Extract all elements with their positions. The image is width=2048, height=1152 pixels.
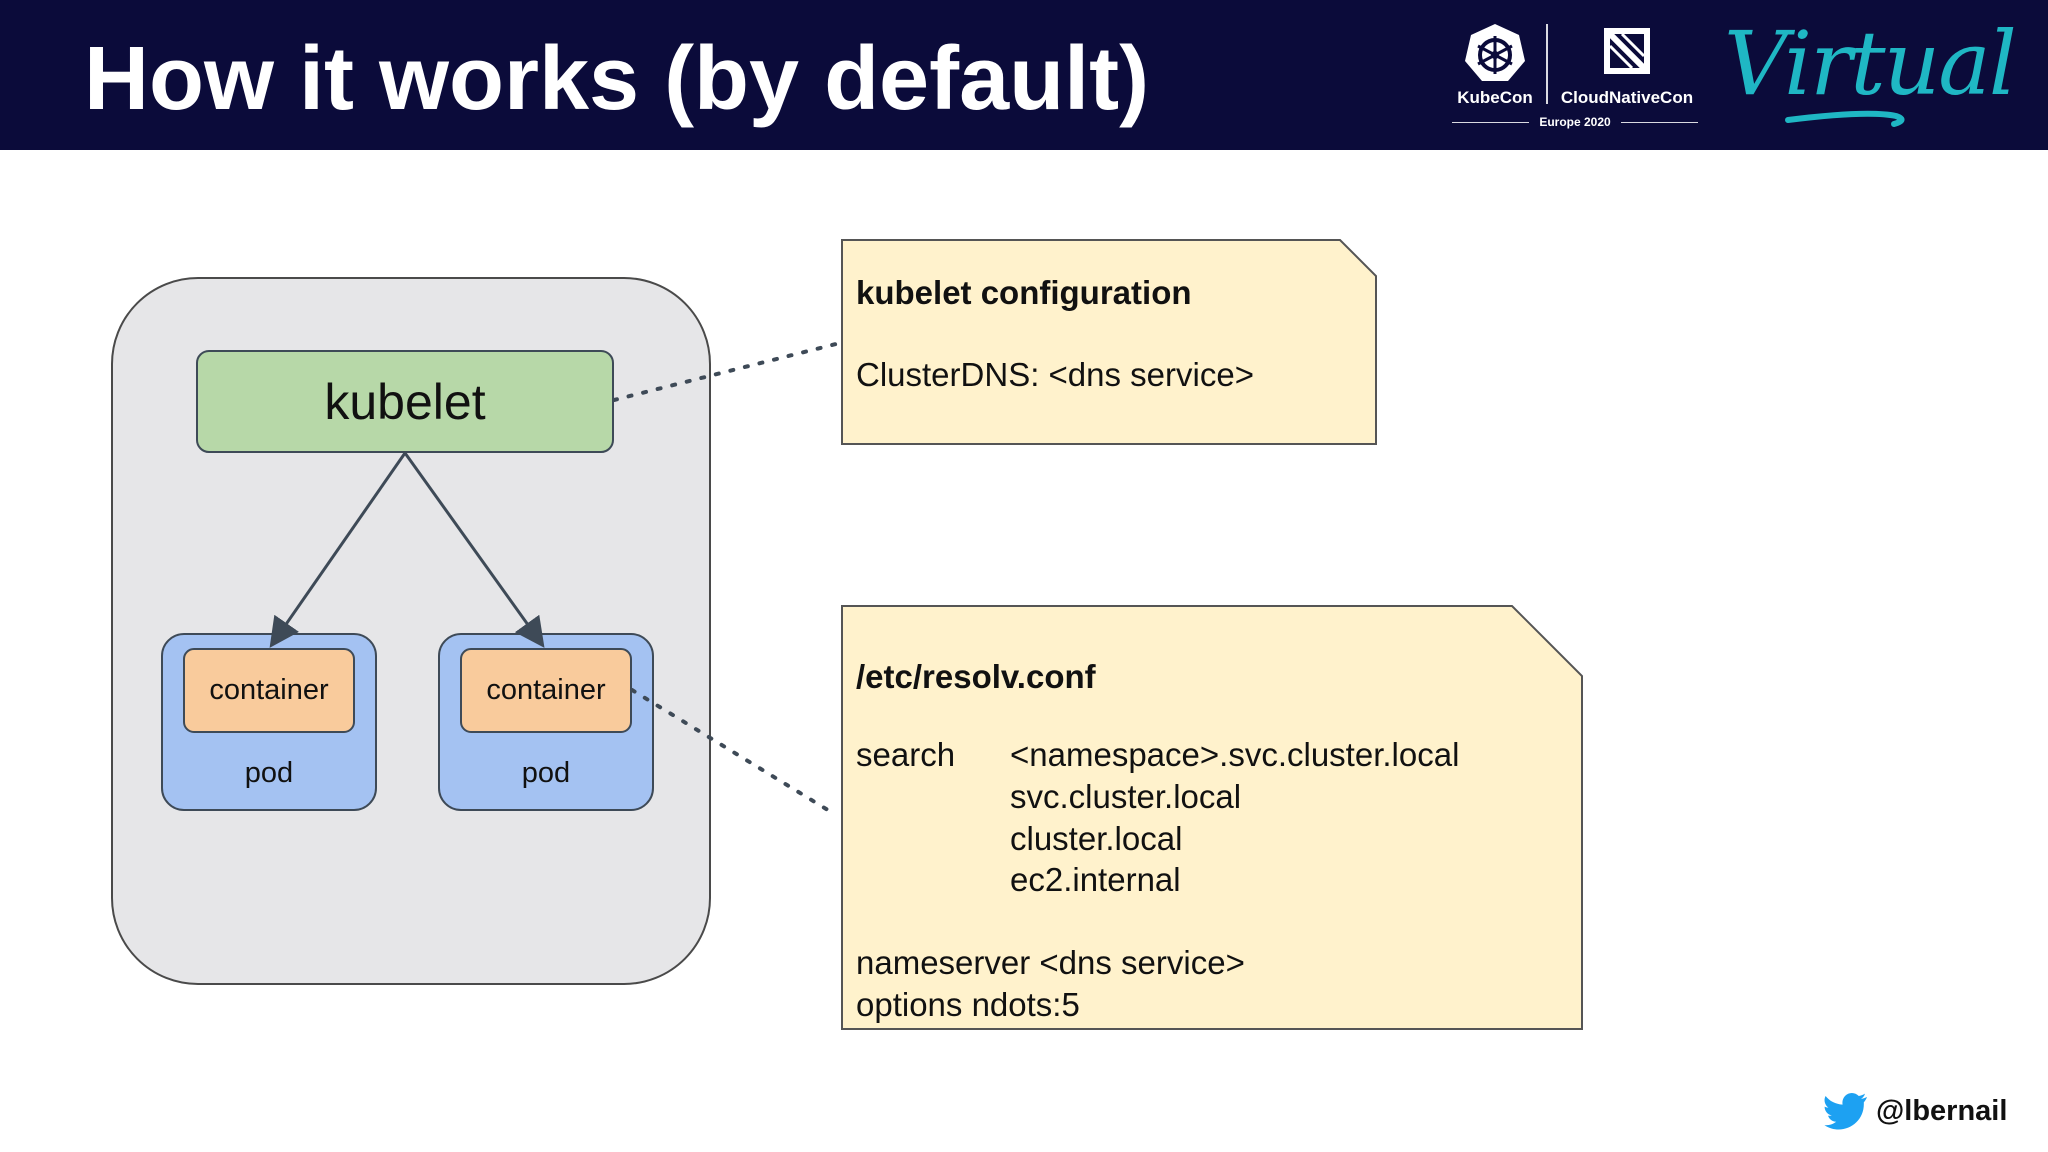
kubelet-config-cluster-dns: ClusterDNS: <dns service> [856,356,1254,393]
arrow-kubelet-to-container-1 [269,452,407,648]
resolv-conf-title: /etc/resolv.conf [856,658,1096,695]
resolv-nameserver: nameserver <dns service> [856,944,1245,981]
dotted-link-kubelet-config [612,341,842,402]
event-label: Europe 2020 [1539,115,1611,129]
resolv-search-domain-2: svc.cluster.local [1010,778,1242,815]
resolv-search-domain-3: cluster.local [1010,820,1183,857]
resolv-conf-note [841,605,1583,1030]
pod-label-2: pod [521,756,571,789]
cloudnativecon-logo: CloudNativeCon [1552,18,1702,128]
event-rule-left [1452,121,1530,123]
slide-header: How it works (by default) KubeCon CloudN… [0,0,2048,150]
kubecon-label: KubeCon [1457,88,1533,107]
container-label-1: container [209,674,329,706]
container-box-1 [183,648,355,733]
resolv-search-key: search [856,736,956,773]
twitter-handle: @lbernail [1876,1094,2008,1127]
kubecon-logo: KubeCon [1440,18,1560,128]
event-subtitle: Europe 2020 [1452,112,1698,132]
kubelet-config-note [841,239,1377,445]
resolv-search-domain-1: <namespace>.svc.cluster.local [1010,736,1460,773]
arrow-kubelet-to-container-2 [403,452,545,648]
resolv-search-domain-4: ec2.internal [1010,861,1181,898]
kubelet-label: kubelet [324,373,486,430]
slide-title: How it works (by default) [84,29,1150,129]
event-rule-right [1620,121,1698,123]
virtual-swoosh-icon [1785,110,1905,127]
cloudnativecon-mark-icon [1604,28,1650,74]
cloudnativecon-label: CloudNativeCon [1560,88,1694,107]
dotted-link-resolv-conf [630,688,838,817]
pod-label-1: pod [244,756,294,789]
resolv-options: options ndots:5 [856,986,1080,1023]
logo-divider [1546,24,1548,104]
container-label-2: container [486,674,606,706]
twitter-bird-icon [1824,1093,1867,1130]
virtual-logo: Virtual [1718,14,2017,130]
virtual-wordmark: Virtual [1724,12,2017,115]
kubelet-config-title: kubelet configuration [856,274,1192,311]
footer-twitter-handle: @lbernail [1824,1086,2007,1136]
kubernetes-wheel-icon [1465,24,1525,81]
